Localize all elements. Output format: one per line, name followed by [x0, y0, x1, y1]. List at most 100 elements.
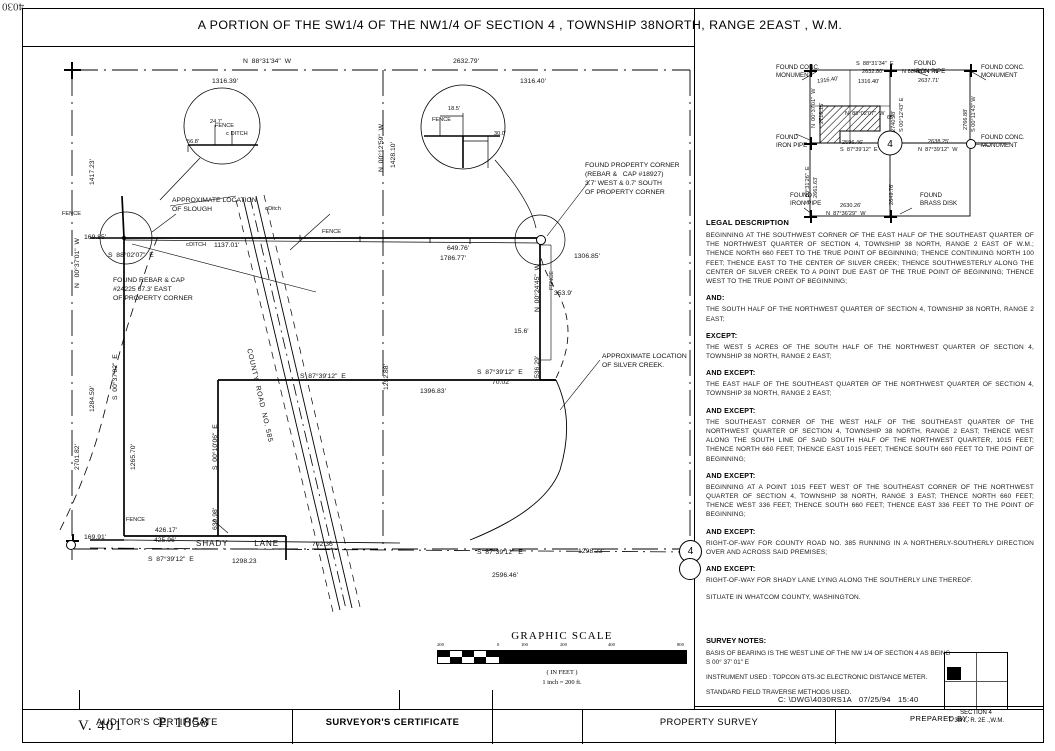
- graphic-scale-tick-4: 400: [608, 642, 615, 647]
- titleblock-upper-divider-3: [492, 690, 493, 709]
- inset-top-bearing: S 88°31'34" E: [856, 61, 894, 67]
- legal-except-body: THE WEST 5 ACRES OF THE SOUTH HALF OF TH…: [706, 343, 1034, 360]
- label-dist-1396-83: 1396.83': [420, 388, 446, 395]
- inset-cv-dist: 2740.28': [891, 110, 897, 132]
- graphic-scale-ratio: 1 inch = 200 ft.: [542, 678, 582, 686]
- label-dist-1298-23: 1298.23: [232, 558, 257, 565]
- monument-nw-corner: [64, 62, 81, 79]
- label-rebar-note: FOUND REBAR & CAP #24225 67.3' EAST OF P…: [113, 277, 193, 302]
- legal-and-except-5-body: RIGHT-OF-WAY FOR SHADY LANE LYING ALONG …: [706, 577, 973, 585]
- label-slough-note: APPROXIMATE LOCATION OF SLOUGH: [172, 197, 257, 214]
- monument-sw-circle: [66, 540, 76, 550]
- inset-top-dist: 2632.80': [862, 69, 884, 75]
- inset-bottom-dist: 2596.46': [842, 140, 864, 146]
- label-fence-mid: FENCE: [322, 229, 341, 235]
- page-title: A PORTION OF THE SW1/4 OF THE NW1/4 OF S…: [197, 18, 843, 32]
- label-center-bearing: N 00°12'59" W: [378, 124, 385, 172]
- label-fence-shady: FENCE: [126, 517, 145, 523]
- inset-topright-dist: 2637.71': [918, 78, 940, 84]
- label-dist-1292-88: 1292.88': [383, 364, 390, 390]
- label-dist-70-02: 70.02': [492, 379, 511, 386]
- legal-and-except-3-body: BEGINNING AT A POINT 1015 FEET WEST OF T…: [706, 483, 1034, 519]
- label-dist-1298-23b: 1298.23': [578, 548, 604, 555]
- label-shady-lane: SHADY LANE: [196, 539, 280, 548]
- title-underline: [23, 46, 694, 47]
- file-stamp: C: \DWG\4030RS1A 07/25/94 15:40: [778, 695, 919, 704]
- section-key-label: SECTION 4: [960, 710, 992, 716]
- label-bearing-s8739-3: S 87°39'12" E: [148, 556, 194, 563]
- inset-monument-ne: [964, 64, 977, 77]
- label-detail-24-7: 24.7': [210, 119, 222, 125]
- label-ditch-right: ⅽDitch: [265, 206, 281, 212]
- label-ditch-detail: ⅽ DITCH: [226, 131, 248, 137]
- inset-monument-nw: [804, 64, 817, 77]
- inset-rv-dist: 2766.88': [963, 108, 969, 130]
- label-corner-note: FOUND PROPERTY CORNER (REBAR & CAP #1892…: [585, 162, 680, 196]
- label-west-inner-bearing: S 00°37'02" E: [112, 354, 119, 400]
- label-creek-note: APPROXIMATE LOCATION OF SILVER CREEK.: [602, 353, 687, 370]
- inset-monument-s: [884, 210, 897, 223]
- survey-map-drawing: [59, 62, 691, 613]
- label-bearing-n0024: N 00°24'45" W: [534, 264, 541, 312]
- legal-and-label: AND:: [706, 294, 725, 303]
- graphic-scale-title: GRAPHIC SCALE: [511, 630, 613, 642]
- inset-cv2-dist: 2649.76': [889, 183, 895, 205]
- label-west-dist-1: 1417.23': [89, 159, 96, 185]
- label-detail-56-8: 56.8': [187, 139, 199, 145]
- legal-and-except-3-label: AND EXCEPT:: [706, 471, 756, 480]
- inset-label-conc-e: FOUND CONC. MONUMENT: [981, 134, 1025, 150]
- titleblock-cell-surveyor: SURVEYOR'S CERTIFICATE: [292, 710, 492, 744]
- legal-and-except-2-body: THE SOUTHEAST CORNER OF THE WEST HALF OF…: [706, 418, 1034, 463]
- label-dist-425-96: 425.96': [154, 537, 177, 544]
- section-4-marker: 4: [679, 540, 702, 563]
- label-fence-detail: FENCE: [432, 117, 451, 123]
- inset-right-bearing: N 87°39'12" W: [918, 147, 958, 153]
- survey-notes-panel: SURVEY NOTES: BASIS OF BEARING IS THE WE…: [706, 636, 956, 704]
- label-dist-649-76: 649.76': [447, 245, 470, 252]
- titleblock-prepared-by: PREPARED BY:: [910, 714, 970, 723]
- label-dist-2596-46: 2596.46': [492, 572, 518, 579]
- inset-label-iron-n: FOUND IRON PIPE: [914, 60, 946, 76]
- handwritten-page: P. 1858: [158, 715, 210, 731]
- legal-situate: SITUATE IN WHATCOM COUNTY, WASHINGTON.: [706, 594, 861, 602]
- notes-divider: [695, 706, 1044, 707]
- graphic-scale-caption: ( IN FEET ) 1 inch = 200 ft.: [437, 668, 687, 687]
- label-center-dist: 1428.10': [390, 142, 397, 168]
- inset-monument-n: [884, 64, 897, 77]
- inset-right-dist: 2638.25': [928, 139, 950, 145]
- titleblock-cell-auditor: AUDITOR'S CERTIFICATE: [22, 710, 292, 744]
- label-dist-639-98: 639.98': [212, 507, 219, 530]
- label-detail-18-5: 18.5': [448, 106, 460, 112]
- label-bearing-s8739-2: S 87°39'12" E: [300, 373, 346, 380]
- graphic-scale-tick-5: 800: [677, 642, 684, 647]
- label-dist-15-6: 15.6': [514, 328, 529, 335]
- titleblock-cell-prepared-by: PREPARED BY:: [835, 710, 1044, 744]
- label-west-dist-2: 1284.59': [89, 386, 96, 412]
- label-north-dist-1: 1316.39': [212, 78, 238, 85]
- inset-mid-bearing: N 88°02'07" W: [845, 111, 885, 117]
- inset-label-brass: FOUND BRASS DISK: [920, 192, 958, 208]
- survey-note-1: BASIS OF BEARING IS THE WEST LINE OF THE…: [706, 650, 951, 666]
- inset-label-conc-ne: FOUND CONC. MONUMENT: [981, 64, 1025, 80]
- title-block: AUDITOR'S CERTIFICATE SURVEYOR'S CERTIFI…: [22, 709, 1044, 744]
- label-detail-30-0: 30.0': [494, 131, 506, 137]
- label-west-bearing: N 00°37'01" W: [74, 238, 81, 288]
- label-dist-169-91: 169.91': [84, 534, 107, 541]
- inset-bottom-bearing: S 87°39'12" E: [840, 147, 878, 153]
- inset-monument-e: [966, 139, 976, 149]
- graphic-scale-tick-2: 100: [521, 642, 528, 647]
- titleblock-upper-divider-2: [399, 690, 400, 709]
- inset-label-iron-w: FOUND IRON PIPE: [776, 134, 808, 150]
- section-key-caption: SECTION 4 T. 38N., R. 2E .,W.M.: [930, 710, 1022, 726]
- titleblock-surveyors-certificate: SURVEYOR'S CERTIFICATE: [325, 716, 460, 727]
- label-north-dist-3: 1316.40': [520, 78, 546, 85]
- point-parcel-ne: [536, 235, 546, 245]
- inset-rv-bearing: S 00°11'43" W: [971, 96, 977, 132]
- legal-and-except-4-label: AND EXCEPT:: [706, 527, 756, 536]
- titleblock-property-survey: PROPERTY SURVEY: [659, 716, 759, 727]
- inset-top-dist-r: 1316.40': [858, 79, 880, 85]
- section-inset-diagram: 4: [795, 69, 1010, 217]
- label-dist-1306-85: 1306.85': [574, 253, 600, 260]
- label-dist-702-36: 702.36': [312, 541, 335, 548]
